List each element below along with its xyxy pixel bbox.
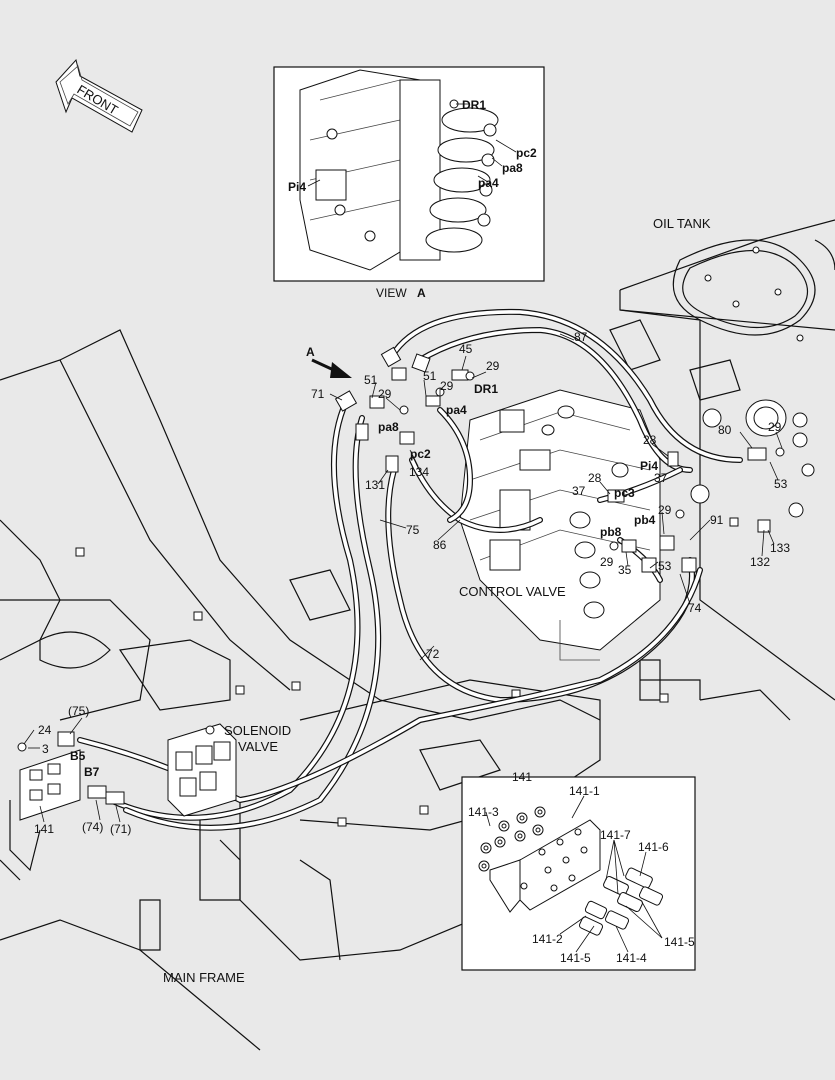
port-pa4: pa4: [446, 403, 467, 417]
inset-141-1: 141-1: [569, 784, 600, 798]
part-29-c: 29: [378, 387, 392, 401]
part-72: 72: [426, 647, 440, 661]
view-a-port-dr1: DR1: [462, 98, 486, 112]
solenoid-valve-label-line1: SOLENOID: [224, 723, 291, 738]
part-86: 86: [433, 538, 447, 552]
solenoid-valve-label-line2: VALVE: [238, 739, 278, 754]
view-a-port-pa4: pa4: [478, 176, 499, 190]
part-53-b: 53: [658, 559, 672, 573]
oil-tank: [609, 219, 835, 701]
part-133: 133: [770, 541, 790, 555]
inset-141-2: 141-2: [532, 932, 563, 946]
part-51-a: 51: [364, 373, 378, 387]
part-91: 91: [710, 513, 724, 527]
part-71-ref: (71): [110, 822, 131, 836]
arrow-a-label: A: [306, 345, 315, 359]
port-b5: B5: [70, 749, 86, 763]
inset-141-title: 141: [512, 770, 532, 784]
part-37-b: 37: [654, 471, 668, 485]
inset-141-5-right: 141-5: [664, 935, 695, 949]
view-a-port-pa8: pa8: [502, 161, 523, 175]
part-80: 80: [718, 423, 732, 437]
port-b7: B7: [84, 765, 100, 779]
part-24: 24: [38, 723, 52, 737]
part-29-d: 29: [768, 420, 782, 434]
part-87: 87: [574, 330, 588, 344]
inset-141-7: 141-7: [600, 828, 631, 842]
port-pb8: pb8: [600, 525, 622, 539]
oil-tank-label: OIL TANK: [653, 216, 711, 231]
fittings: [334, 346, 785, 573]
leader-lines: [23, 333, 783, 823]
part-75: 75: [406, 523, 420, 537]
inset-141-4: 141-4: [616, 951, 647, 965]
front-arrow: [55, 58, 143, 133]
solenoid-valve: [167, 723, 241, 901]
part-141: 141: [34, 822, 54, 836]
part-74-ref: (74): [82, 820, 103, 834]
view-a-port-pi4: Pi4: [288, 180, 306, 194]
part-75-ref: (75): [68, 704, 89, 718]
port-pi4: Pi4: [640, 459, 658, 473]
part-29-a: 29: [486, 359, 500, 373]
port-dr1: DR1: [474, 382, 498, 396]
control-valve-body: [459, 389, 661, 661]
part-37-a: 37: [572, 484, 586, 498]
part-71: 71: [311, 387, 325, 401]
view-a-direction-arrow: [311, 358, 352, 378]
view-a-caption: VIEW: [376, 286, 407, 300]
part-134: 134: [409, 465, 429, 479]
port-pb4: pb4: [634, 513, 656, 527]
part-29-e: 29: [658, 503, 672, 517]
manifold-141: [9, 731, 125, 872]
port-pa8: pa8: [378, 420, 399, 434]
inset-141: [461, 776, 696, 971]
part-74: 74: [688, 601, 702, 615]
view-a-inset: [273, 66, 545, 282]
part-45: 45: [459, 342, 473, 356]
part-131: 131: [365, 478, 385, 492]
part-29-f: 29: [600, 555, 614, 569]
part-35: 35: [618, 563, 632, 577]
part-51-b: 51: [423, 369, 437, 383]
part-29-b: 29: [440, 379, 454, 393]
inset-141-3: 141-3: [468, 805, 499, 819]
part-53-a: 53: [774, 477, 788, 491]
main-frame-label: MAIN FRAME: [163, 970, 245, 985]
port-pc2: pc2: [410, 447, 431, 461]
main-frame-outline: [0, 329, 791, 1051]
view-a-caption-letter: A: [417, 286, 426, 300]
part-3: 3: [42, 742, 49, 756]
control-valve-label: CONTROL VALVE: [459, 584, 566, 599]
view-a-port-pc2: pc2: [516, 146, 537, 160]
part-132: 132: [750, 555, 770, 569]
part-28-b: 28: [588, 471, 602, 485]
inset-141-5-bottom: 141-5: [560, 951, 591, 965]
port-pc3: pc3: [614, 486, 635, 500]
part-28-a: 28: [643, 433, 657, 447]
inset-141-6: 141-6: [638, 840, 669, 854]
